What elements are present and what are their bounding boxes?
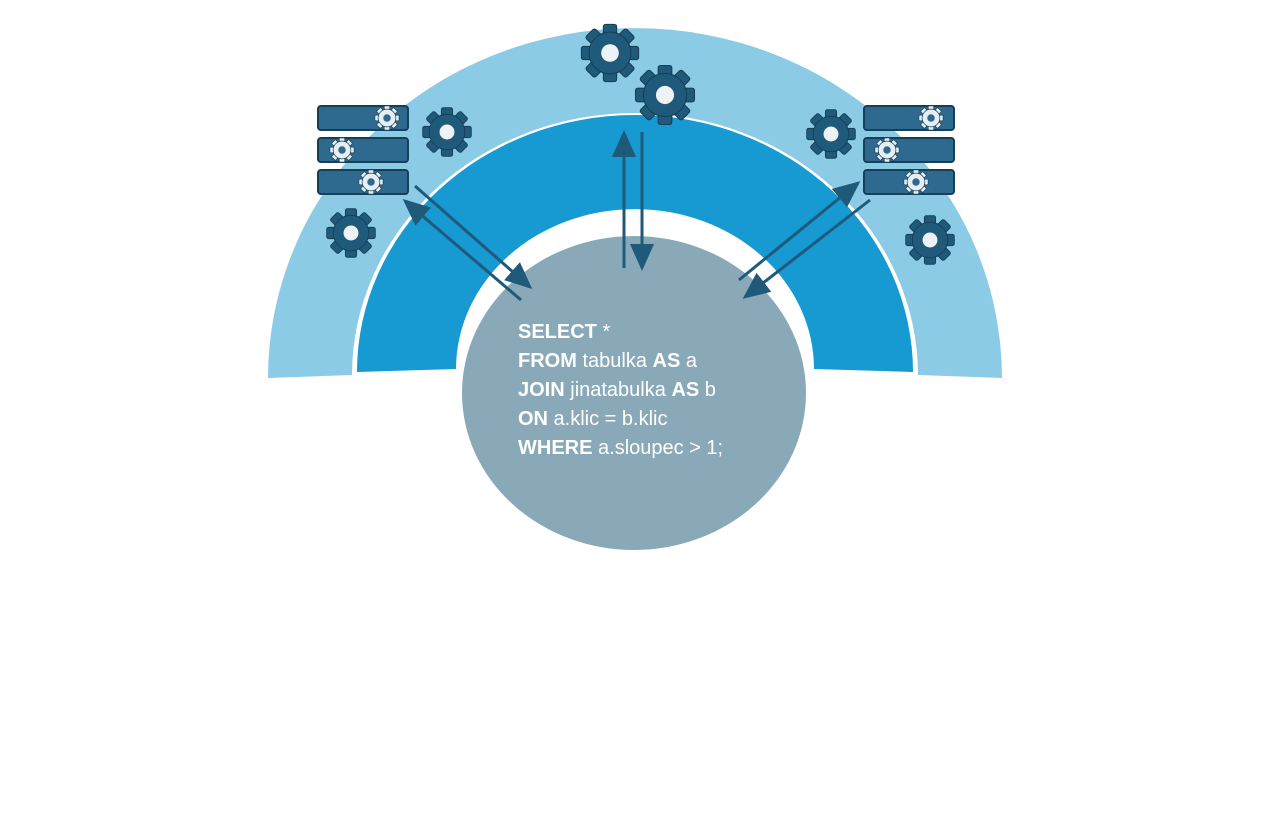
sql-text-join: jinatabulka <box>565 379 672 401</box>
gear-icon-right-top <box>806 109 856 159</box>
gear-icon-right-bottom <box>905 215 955 265</box>
arrow-left-out <box>402 199 522 302</box>
sql-keyword-join: JOIN <box>518 379 565 401</box>
sql-text-select: * <box>597 321 611 343</box>
sql-text-on: a.klic = b.klic <box>548 408 667 430</box>
gear-icon-left-bottom <box>326 208 376 258</box>
arrow-left-in <box>414 184 533 289</box>
sql-text-where: a.sloupec > 1; <box>592 437 723 459</box>
sql-query: SELECT * FROM tabulka AS a JOIN jinatabu… <box>518 321 723 459</box>
sql-keyword-where: WHERE <box>518 437 592 459</box>
sql-keyword-as-b: AS <box>671 379 699 401</box>
gear-icon-top-right <box>634 64 696 126</box>
server-rack-icon-right <box>863 105 955 195</box>
inner-ring <box>357 115 913 372</box>
sql-keyword-as-a: AS <box>653 350 681 372</box>
sql-keyword-select: SELECT <box>518 321 597 343</box>
sql-text-from: tabulka <box>577 350 653 372</box>
sql-alias-b: b <box>699 379 716 401</box>
gear-icon-top-left <box>580 23 640 83</box>
sql-alias-a: a <box>680 350 698 372</box>
arrow-right-out <box>738 181 861 282</box>
sql-keyword-on: ON <box>518 408 548 430</box>
arrow-right-in <box>742 198 871 299</box>
arrows <box>402 130 871 302</box>
server-rack-icon-left <box>317 105 409 195</box>
sql-keyword-from: FROM <box>518 350 577 372</box>
gear-icon-left-top <box>422 107 472 157</box>
center-circle <box>462 236 806 550</box>
